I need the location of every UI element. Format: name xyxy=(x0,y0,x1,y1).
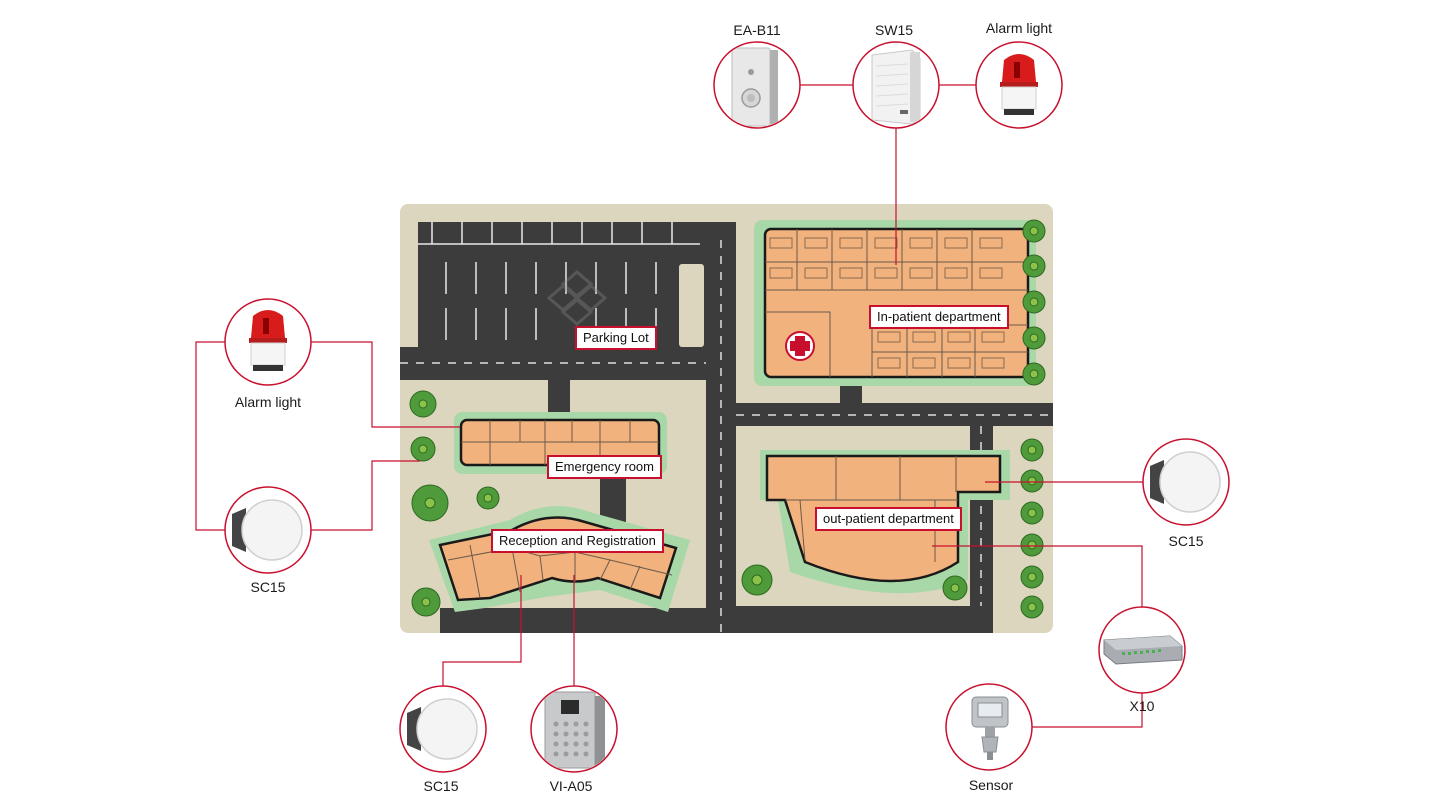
inpatient-label: In-patient department xyxy=(869,305,1009,329)
parking-stall-lines xyxy=(418,222,700,340)
tree-icon xyxy=(1020,533,1044,557)
sc15-left-label: SC15 xyxy=(250,579,286,595)
hospital-logo-watermark xyxy=(546,270,608,326)
device-sw15[interactable] xyxy=(852,41,940,129)
tree-icon xyxy=(411,587,441,617)
link-left-bracket xyxy=(195,341,226,531)
road-inpatient-spur xyxy=(840,383,862,403)
tree-icon xyxy=(409,390,437,418)
keypad-intercom-icon xyxy=(544,691,605,769)
tree-icon xyxy=(1022,254,1046,278)
medical-cross-icon xyxy=(785,331,815,361)
device-alarm-light-left[interactable] xyxy=(224,298,312,386)
sc15-right-label: SC15 xyxy=(1168,533,1204,549)
parking-island xyxy=(679,264,704,347)
tree-icon xyxy=(1020,438,1044,462)
parking-median xyxy=(418,294,664,308)
intercom-panel-icon xyxy=(731,47,778,127)
road-horizontal-right xyxy=(736,403,1053,426)
road-connector-er xyxy=(548,380,570,412)
tree-icon xyxy=(741,564,773,596)
vi-a05-label: VI-A05 xyxy=(549,778,593,794)
outpatient-label: out-patient department xyxy=(815,507,962,531)
sc15-bottom-label: SC15 xyxy=(423,778,459,794)
site-map xyxy=(400,204,1053,633)
tree-icon xyxy=(1022,362,1046,386)
tree-icon xyxy=(1020,469,1044,493)
ea-b11-label: EA-B11 xyxy=(733,22,781,38)
tree-icon xyxy=(1020,565,1044,589)
alarm-light-top-label: Alarm light xyxy=(985,20,1053,36)
sensor-label: Sensor xyxy=(968,777,1014,793)
alarm-light-icon xyxy=(249,310,287,371)
road-bottom-left xyxy=(440,608,706,633)
alarm-light-icon xyxy=(1000,54,1038,115)
device-vi-a05[interactable] xyxy=(530,685,618,773)
tree-icon xyxy=(1020,501,1044,525)
alarm-light-left-label: Alarm light xyxy=(234,394,302,410)
pressure-sensor-icon xyxy=(971,696,1009,760)
road-dash-lines xyxy=(400,240,1053,633)
tree-icon xyxy=(1020,595,1044,619)
tree-icon xyxy=(1022,290,1046,314)
ceiling-speaker-icon xyxy=(407,698,478,760)
tree-icon xyxy=(1022,219,1046,243)
device-sc15-right[interactable] xyxy=(1142,438,1230,526)
link-sc15-left-emergency xyxy=(310,460,420,531)
device-sc15-left[interactable] xyxy=(224,486,312,574)
ceiling-speaker-icon xyxy=(1150,451,1221,513)
emergency-label: Emergency room xyxy=(547,455,662,479)
road-bottom-right xyxy=(736,606,970,633)
connector-lines xyxy=(195,84,1144,728)
device-ea-b11[interactable] xyxy=(713,41,801,129)
corner-island-left xyxy=(736,318,754,403)
tree-icon xyxy=(476,486,500,510)
trees xyxy=(409,219,1046,619)
tree-icon xyxy=(411,484,449,522)
tree-icon xyxy=(410,436,436,462)
device-x10[interactable] xyxy=(1098,606,1186,694)
io-module-icon xyxy=(1103,635,1183,665)
device-sc15-bottom[interactable] xyxy=(399,685,487,773)
emergency-building xyxy=(459,418,661,467)
reception-label: Reception and Registration xyxy=(491,529,664,553)
link-alarm-left-emergency xyxy=(310,341,460,428)
device-alarm-light-top[interactable] xyxy=(975,41,1063,129)
wall-speaker-icon xyxy=(871,49,921,125)
device-sensor[interactable] xyxy=(945,683,1033,771)
link-x10-outpatient xyxy=(932,545,1143,608)
road-vertical-center xyxy=(706,222,736,633)
tree-icon xyxy=(942,575,968,601)
x10-label: X10 xyxy=(1129,698,1155,714)
link-sensor-x10 xyxy=(1031,692,1143,728)
link-sc15-bottom-reception xyxy=(442,575,522,687)
parking-lot-label: Parking Lot xyxy=(575,326,657,350)
tree-icon xyxy=(1022,326,1046,350)
ceiling-speaker-icon xyxy=(232,499,303,561)
sw15-label: SW15 xyxy=(874,22,914,38)
